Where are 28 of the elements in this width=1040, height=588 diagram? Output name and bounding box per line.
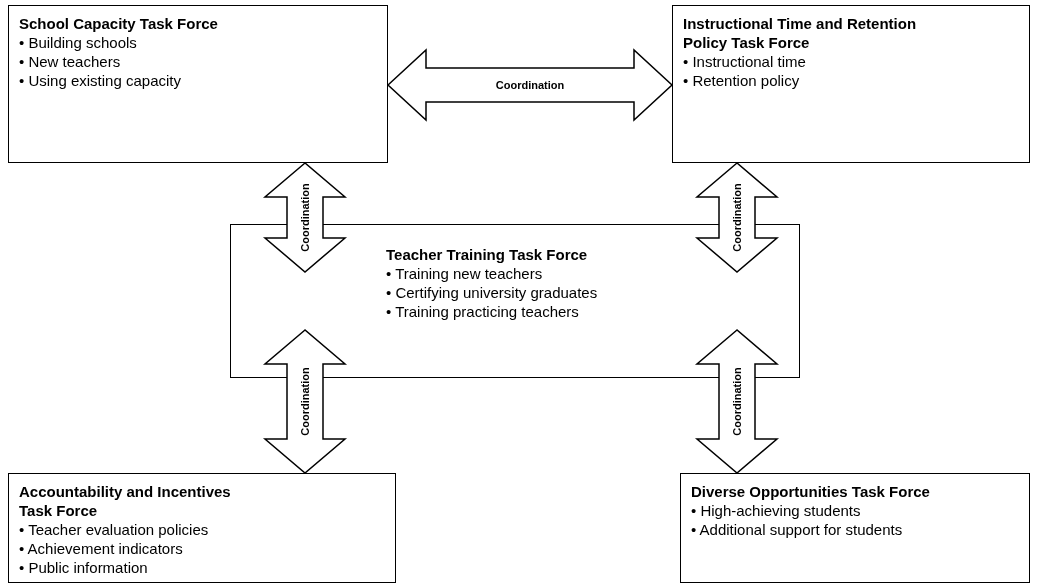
bullet-item: • Additional support for students: [691, 520, 903, 539]
edge-label: Coordination: [298, 183, 312, 252]
task-force-box: [8, 473, 396, 583]
task-force-title: Instructional Time and Retention Policy Task Force: [683, 14, 918, 52]
double-arrow: [386, 48, 674, 122]
task-force-title: Diverse Opportunities Task Force: [691, 482, 931, 501]
task-force-box: [8, 5, 388, 163]
double-arrow: [262, 329, 348, 474]
bullet-item: • Retention policy: [683, 71, 800, 90]
task-force-box: [672, 5, 1030, 163]
edge-label: Coordination: [730, 183, 744, 252]
bullet-item: • Public information: [19, 558, 148, 577]
bullet-item: • Training practicing teachers: [386, 302, 579, 321]
bullet-item: • High-achieving students: [691, 501, 861, 520]
bullet-item: • Instructional time: [683, 52, 806, 71]
edge-label: Coordination: [298, 367, 312, 436]
task-force-box: [680, 473, 1030, 583]
task-force-title: Accountability and Incentives Task Force: [19, 482, 232, 520]
bullet-item: • Building schools: [19, 33, 137, 52]
task-force-title: School Capacity Task Force: [19, 14, 219, 33]
bullet-item: • Training new teachers: [386, 264, 543, 283]
bullet-item: • Teacher evaluation policies: [19, 520, 209, 539]
double-arrow: [694, 329, 780, 474]
bullet-item: • Achievement indicators: [19, 539, 183, 558]
bullet-item: • Using existing capacity: [19, 71, 181, 90]
edge-label: Coordination: [730, 367, 744, 436]
bullet-item: • New teachers: [19, 52, 121, 71]
bullet-item: • Certifying university graduates: [386, 283, 598, 302]
